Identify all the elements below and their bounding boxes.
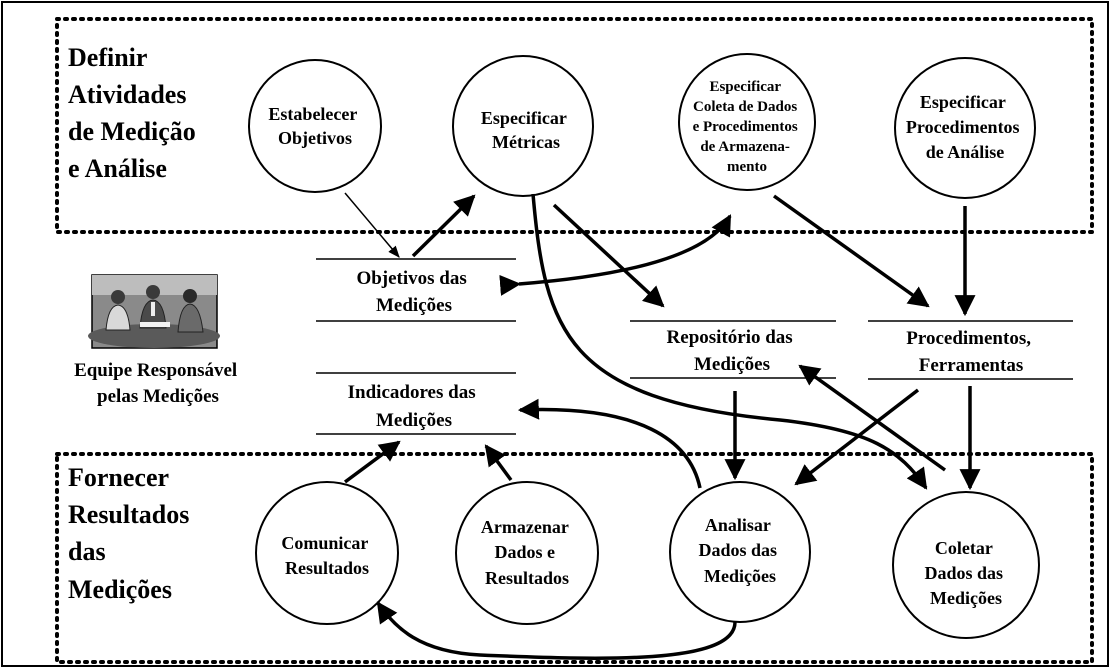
process-analisar-dados (669, 481, 811, 623)
label-line: Repositório das (667, 327, 793, 348)
group-bottom-line: Fornecer (68, 463, 169, 492)
group-top-line: Definir (68, 43, 147, 72)
label-line: Coleta de Dados (693, 99, 797, 115)
group-top-line: e Análise (68, 154, 167, 183)
label-line: Especificar (920, 92, 1006, 112)
group-top-line: de Medição (68, 117, 196, 146)
store-indicadores: Indicadores das Medições (316, 372, 516, 435)
store-procedimentos-label: Procedimentos, Ferramentas (906, 328, 1035, 376)
label-analisar: Analisar Dados das Medições (698, 515, 781, 586)
label-line: Dados e (494, 542, 555, 562)
label-line: Resultados (285, 558, 369, 578)
arrow-procedimentos-to-analisar (794, 388, 920, 486)
label-line: e Procedimentos (693, 119, 798, 135)
label-line: Dados das (924, 563, 1003, 583)
label-estabelecer: Estabelecer Objetivos (268, 104, 361, 148)
group-bottom-line: das (68, 537, 106, 566)
team-picture (88, 274, 220, 349)
arrow-analisar-to-indicadores (517, 398, 702, 489)
arrow-analisar-to-comunicar (376, 601, 737, 660)
store-objetivos: Objetivos das Medições (316, 258, 516, 322)
team-label: Equipe Responsável pelas Medições (74, 360, 242, 407)
label-line: Indicadores das (348, 382, 476, 403)
label-line: de Armazena- (700, 139, 790, 155)
label-line: Métricas (492, 132, 560, 152)
label-line: Especificar (709, 79, 781, 95)
person-icon (177, 289, 204, 333)
arrow-objetivos-to-metricas (411, 194, 476, 258)
label-comunicar: Comunicar Resultados (281, 533, 372, 578)
label-line: Especificar (481, 108, 567, 128)
store-indicadores-label: Indicadores das Medições (348, 382, 481, 431)
group-box-bottom (55, 452, 1094, 664)
arrow-armazenar-to-indicadores (484, 444, 513, 482)
label-especificar-procedimentos: Especificar Procedimentos de Análise (906, 92, 1024, 162)
label-line: pelas Medições (97, 386, 219, 407)
group-bottom-line: Resultados (68, 500, 189, 529)
label-line: Medições (694, 354, 770, 375)
label-line: Medições (376, 295, 452, 316)
label-line: Dados das (698, 540, 777, 560)
arrows (343, 192, 981, 660)
store-procedimentos: Procedimentos, Ferramentas (868, 320, 1073, 380)
label-line: Analisar (705, 515, 771, 535)
process-especificar-procedimentos (894, 57, 1036, 199)
label-line: Procedimentos (906, 117, 1020, 137)
label-line: Equipe Responsável (74, 360, 237, 381)
arrow-comunicar-to-indicadores (343, 440, 401, 484)
process-especificar-coleta (678, 53, 816, 191)
store-objetivos-label: Objetivos das Medições (356, 268, 471, 316)
person-icon (139, 285, 167, 329)
arrow-coletar-to-repositorio (798, 364, 947, 472)
label-coletar: Coletar Dados das Medições (924, 538, 1007, 608)
label-armazenar: Armazenar Dados e Resultados (481, 517, 573, 588)
label-line: Comunicar (281, 533, 368, 553)
label-line: Coletar (935, 538, 993, 558)
label-line: Estabelecer (268, 104, 357, 124)
arrow-metricas-to-coletar (531, 193, 928, 490)
group-title-top: Definir Atividades de Medição e Análise (68, 43, 202, 183)
label-line: Armazenar (481, 517, 569, 537)
arrow-estabelecer-to-objetivos (344, 192, 400, 258)
arrow-coleta-objetivos-bidirectional (499, 214, 732, 296)
label-line: Resultados (485, 568, 569, 588)
label-line: de Análise (926, 142, 1005, 162)
process-estabelecer-objetivos (248, 59, 382, 193)
label-line: mento (727, 159, 767, 175)
group-title-bottom: Fornecer Resultados das Medições (68, 463, 196, 604)
arrow-coleta-to-procedimentos (772, 194, 930, 308)
process-armazenar-dados (455, 481, 599, 625)
arrow-metricas-to-repositorio (552, 203, 665, 308)
label-especificar-coleta: Especificar Coleta de Dados e Procedimen… (693, 79, 802, 175)
label-especificar-metricas: Especificar Métricas (481, 108, 571, 152)
process-coletar-dados (892, 491, 1040, 639)
label-line: Medições (376, 410, 452, 431)
group-bottom-line: Medições (68, 575, 172, 604)
label-line: Ferramentas (919, 355, 1023, 376)
label-line: Procedimentos, (906, 328, 1031, 349)
process-comunicar-resultados (255, 481, 399, 625)
group-top-line: Atividades (68, 80, 186, 109)
label-line: Medições (930, 588, 1002, 608)
label-line: Medições (704, 566, 776, 586)
person-icon (105, 290, 131, 331)
label-line: Objetivos (278, 128, 352, 148)
label-line: Objetivos das (356, 268, 466, 289)
store-repositorio-label: Repositório das Medições (667, 327, 798, 375)
process-especificar-metricas (452, 55, 594, 197)
